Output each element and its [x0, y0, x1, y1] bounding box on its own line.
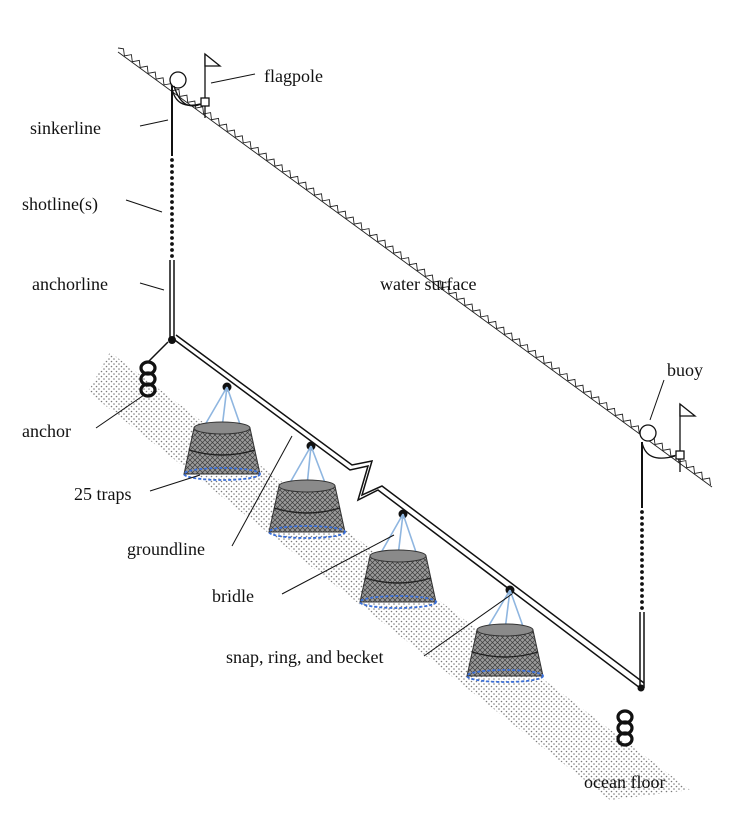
- shotline-dot: [640, 588, 644, 592]
- shotline-dots-right: [640, 510, 644, 610]
- label-buoy: buoy: [667, 360, 703, 380]
- left-anchor-icon: [139, 341, 169, 398]
- shotline-dot: [170, 200, 174, 204]
- trap-rim: [359, 595, 437, 609]
- shotline-dots-left: [170, 158, 174, 258]
- shotline-dot: [170, 230, 174, 234]
- trap-top: [476, 623, 534, 637]
- trap-top: [369, 549, 427, 563]
- label-sinkerline: sinkerline: [30, 118, 101, 138]
- label-anchorline: anchorline: [32, 274, 108, 294]
- shotline-dot: [170, 236, 174, 240]
- trap: [359, 513, 437, 609]
- shotline-dot: [640, 594, 644, 598]
- trap: [466, 589, 544, 683]
- right-buoy-assembly: [639, 402, 697, 472]
- trap-rim: [466, 669, 544, 683]
- shotline-dot: [170, 158, 174, 162]
- right-line-junction: [637, 684, 645, 692]
- right-flag-float: [675, 450, 685, 460]
- shotline-dot: [640, 552, 644, 556]
- water-surface-line: [117, 47, 713, 488]
- label-groundline: groundline: [127, 539, 205, 559]
- left-flag-icon: [204, 52, 222, 67]
- leader-lines: [95, 73, 665, 657]
- groundline: [171, 334, 645, 689]
- shotline-dot: [640, 546, 644, 550]
- trap-top: [278, 479, 336, 493]
- shotline-dot: [640, 606, 644, 610]
- shotline-dot: [640, 534, 644, 538]
- right-flag-icon: [679, 402, 697, 417]
- shotline-dot: [170, 188, 174, 192]
- trap-top: [193, 421, 251, 435]
- right-anchor-icon: [616, 709, 634, 747]
- shotline-dot: [170, 212, 174, 216]
- right-buoy: [639, 424, 657, 442]
- shotline-dot: [640, 558, 644, 562]
- shotline-dot: [640, 516, 644, 520]
- trap-rim: [268, 525, 346, 539]
- anchorline: [169, 260, 175, 338]
- shotline-dot: [640, 576, 644, 580]
- label-anchor: anchor: [22, 421, 71, 441]
- trap: [183, 386, 261, 481]
- label-bridle: bridle: [212, 586, 254, 606]
- label-traps: 25 traps: [74, 484, 132, 504]
- shotline-dot: [170, 242, 174, 246]
- shotline-dot: [640, 564, 644, 568]
- shotline-dot: [640, 570, 644, 574]
- right-anchorline: [639, 612, 645, 688]
- label-shotline: shotline(s): [22, 194, 98, 215]
- trap: [268, 445, 346, 539]
- trap-rim: [183, 467, 261, 481]
- shotline-dot: [170, 248, 174, 252]
- shotline-dot: [170, 194, 174, 198]
- shotline-dot: [170, 224, 174, 228]
- shotline-dot: [170, 176, 174, 180]
- shotline-dot: [170, 182, 174, 186]
- shotline-dot: [640, 582, 644, 586]
- shotline-dot: [640, 522, 644, 526]
- shotline-dot: [170, 254, 174, 258]
- shotline-dot: [170, 206, 174, 210]
- shotline-dot: [170, 218, 174, 222]
- shotline-dot: [640, 600, 644, 604]
- label-flagpole: flagpole: [264, 66, 323, 86]
- label-water-surface: water surface: [380, 274, 476, 294]
- shotline-dot: [640, 540, 644, 544]
- shotline-dot: [170, 170, 174, 174]
- label-snap-ring-becket: snap, ring, and becket: [226, 647, 383, 667]
- shotline-dot: [170, 164, 174, 168]
- left-buoy: [169, 71, 187, 89]
- label-ocean-floor: ocean floor: [584, 772, 665, 792]
- left-flag-float: [200, 97, 210, 107]
- shotline-dot: [640, 510, 644, 514]
- shotline-dot: [640, 528, 644, 532]
